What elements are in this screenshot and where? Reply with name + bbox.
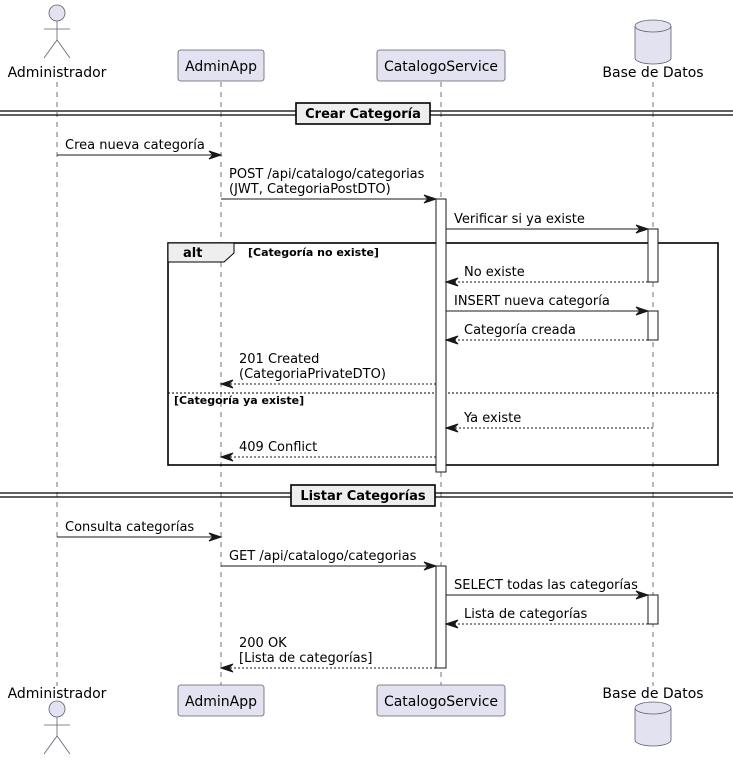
message-label: Categoría creada [464, 323, 576, 338]
actor-icon [43, 700, 71, 755]
message-label: INSERT nueva categoría [454, 294, 610, 309]
message-label: POST /api/catalogo/categorias [229, 167, 425, 182]
alt-guard: [Categoría no existe] [248, 246, 379, 259]
message: POST /api/catalogo/categorias(JWT, Categ… [221, 167, 438, 204]
activation-bar [647, 594, 659, 625]
actor-icon [43, 4, 71, 59]
db-body [634, 26, 672, 65]
divider-label: Crear Categoría [305, 107, 421, 122]
arrowhead-icon [635, 590, 650, 600]
message-label: 409 Conflict [239, 440, 317, 455]
participant-admin-bottom: Administrador [8, 686, 107, 755]
message: Crea nueva categoría [57, 138, 223, 160]
message-label: [Lista de categorías] [239, 651, 372, 666]
participant-label: Administrador [8, 65, 107, 81]
alt-keyword: alt [183, 246, 202, 261]
arrowhead-icon [208, 150, 223, 160]
participant-label: AdminApp [185, 59, 257, 75]
message: No existe [444, 265, 648, 287]
participant-admin-top: Administrador [8, 4, 107, 81]
message-label: 200 OK [239, 636, 287, 651]
participant-app-top: AdminApp [177, 49, 265, 82]
divider-box [290, 484, 436, 507]
message: 409 Conflict [219, 440, 436, 462]
participant-box [376, 684, 506, 717]
arrowhead-icon [219, 663, 234, 673]
arrowhead-icon [423, 561, 438, 571]
db-top [634, 19, 672, 33]
arrowhead-icon [208, 532, 223, 542]
database-icon [634, 701, 672, 747]
actor-head [48, 4, 66, 22]
arrowhead-icon [219, 379, 234, 389]
arrowhead-icon [444, 335, 459, 345]
message-label: Consulta categorías [65, 520, 194, 535]
arrowhead-icon [635, 224, 650, 234]
divider-listar-categorias: Listar Categorías [0, 484, 733, 507]
message-label: Verificar si ya existe [454, 212, 585, 227]
actor-leg [43, 735, 58, 755]
message: 200 OK[Lista de categorías] [219, 636, 436, 673]
arrowhead-icon [444, 619, 459, 629]
arrowhead-icon [444, 277, 459, 287]
message: Lista de categorías [444, 607, 648, 629]
divider-box [295, 102, 431, 125]
message: Ya existe [444, 411, 653, 433]
message-label: SELECT todas las categorías [454, 578, 638, 593]
message: INSERT nueva categoría [446, 294, 650, 316]
participant-label: Administrador [8, 686, 107, 702]
actor-leg [43, 39, 58, 59]
participant-box [376, 49, 506, 82]
participant-box [177, 49, 265, 82]
message: Verificar si ya existe [446, 212, 650, 234]
participant-db-bottom: Base de Datos [602, 686, 704, 747]
message-label: No existe [464, 265, 525, 280]
activations [435, 198, 659, 669]
divider-label: Listar Categorías [300, 489, 426, 504]
arrowhead-icon [635, 306, 650, 316]
participant-box [177, 684, 265, 717]
message-label: (CategoriaPrivateDTO) [239, 367, 386, 382]
participant-db-top: Base de Datos [602, 19, 704, 81]
message: Consulta categorías [57, 520, 223, 542]
alt-tab [167, 242, 235, 263]
actor-leg [56, 735, 71, 755]
alt-guard: [Categoría ya existe] [174, 394, 304, 407]
message: 201 Created(CategoriaPrivateDTO) [219, 352, 436, 389]
activation-bar [435, 198, 447, 473]
participant-app-bottom: AdminApp [177, 684, 265, 717]
actor-head [48, 700, 66, 718]
message: Categoría creada [444, 323, 648, 345]
arrowhead-icon [219, 452, 234, 462]
message-label: 201 Created [239, 352, 319, 367]
database-icon [634, 19, 672, 65]
activation-bar [435, 565, 447, 669]
arrowhead-icon [423, 194, 438, 204]
participant-label: AdminApp [185, 694, 257, 710]
participant-label: Base de Datos [602, 65, 703, 81]
participant-label: CatalogoService [384, 59, 498, 75]
message: SELECT todas las categorías [446, 578, 650, 600]
participant-label: Base de Datos [602, 686, 703, 702]
activation-bar [647, 310, 659, 341]
db-top [634, 701, 672, 715]
message-label: Ya existe [463, 411, 521, 426]
divider-crear-categoria: Crear Categoría [0, 102, 733, 125]
db-body [634, 708, 672, 747]
message: GET /api/catalogo/categorias [221, 549, 438, 571]
message-label: Crea nueva categoría [65, 138, 205, 153]
message-label: Lista de categorías [464, 607, 588, 622]
activation-bar [647, 228, 659, 283]
message-label: (JWT, CategoriaPostDTO) [229, 182, 391, 197]
actor-leg [56, 39, 71, 59]
message-label: GET /api/catalogo/categorias [229, 549, 417, 564]
participants: AdministradorAdministradorAdminAppAdminA… [8, 4, 704, 755]
arrowhead-icon [444, 423, 459, 433]
participant-label: CatalogoService [384, 694, 498, 710]
participant-svc-bottom: CatalogoService [376, 684, 506, 717]
participant-svc-top: CatalogoService [376, 49, 506, 82]
